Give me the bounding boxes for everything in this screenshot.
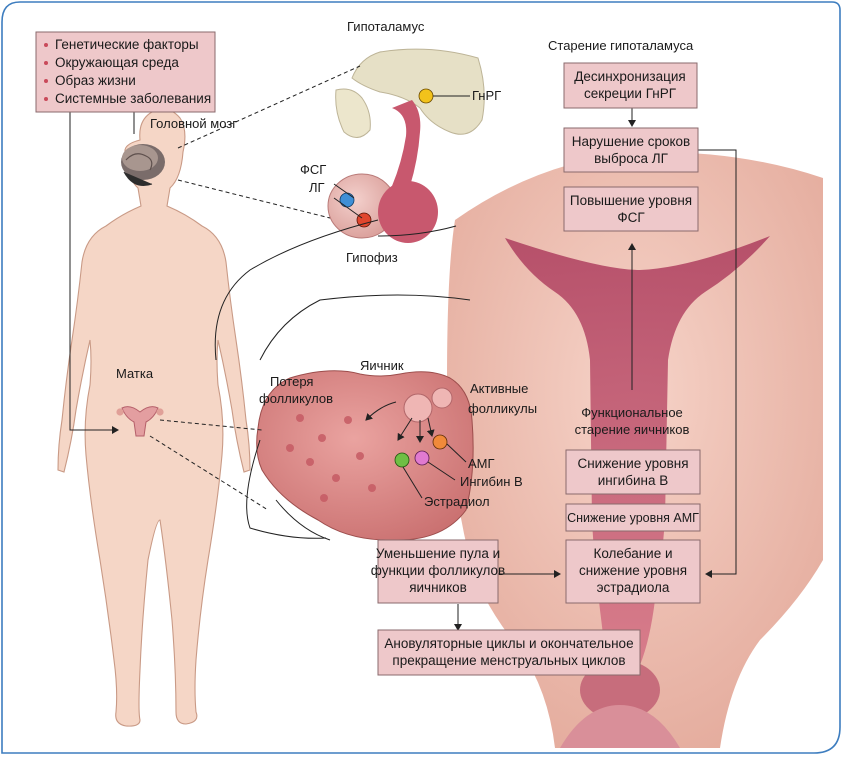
factors-box: Генетические факторы Окружающая среда Об… — [36, 32, 215, 112]
label-ovary: Яичник — [360, 358, 404, 373]
inhibin-b-dot — [415, 451, 429, 465]
box-text: Ановуляторные циклы и окончательное — [384, 636, 633, 651]
label-active-follicles-1: Активные — [470, 381, 528, 396]
label-uterus: Матка — [116, 366, 154, 381]
label-inhibin-b: Ингибин B — [460, 474, 523, 489]
label-hypothalamus: Гипоталамус — [347, 19, 425, 34]
box-text: Снижение уровня — [577, 456, 688, 471]
label-brain: Головной мозг — [150, 116, 237, 131]
box-text: Десинхронизация — [574, 69, 685, 84]
fsh-dot — [340, 193, 354, 207]
box-text: эстрадиола — [597, 580, 670, 595]
amh-dot — [433, 435, 447, 449]
box-text: секреции ГнРГ — [584, 86, 677, 101]
gnrh-dot — [419, 89, 433, 103]
label-lh: ЛГ — [309, 180, 325, 195]
box-inhibin-decrease: Снижение уровня ингибина B — [566, 450, 700, 494]
box-text: снижение уровня — [579, 563, 687, 578]
box-estradiol-fluctuation: Колебание и снижение уровня эстрадиола — [566, 540, 700, 603]
label-hypothalamic-aging: Старение гипоталамуса — [548, 38, 694, 53]
label-estradiol: Эстрадиол — [424, 494, 490, 509]
box-amh-decrease: Снижение уровня АМГ — [566, 504, 700, 531]
box-text: Повышение уровня — [570, 193, 692, 208]
label-pituitary: Гипофиз — [346, 250, 398, 265]
label-follicle-loss-2: фолликулов — [259, 391, 333, 406]
label-functional-aging-2: старение яичников — [575, 422, 690, 437]
estradiol-dot — [395, 453, 409, 467]
box-text: функции фолликулов — [371, 563, 505, 578]
box-pool-decrease: Уменьшение пула и функции фолликулов яич… — [371, 540, 505, 603]
box-text: ингибина B — [598, 473, 668, 488]
label-amh: АМГ — [468, 456, 495, 471]
box-text: прекращение менструальных циклов — [392, 653, 625, 668]
label-gnrh: ГнРГ — [472, 88, 501, 103]
box-text: Снижение уровня АМГ — [567, 511, 699, 525]
box-text: выброса ЛГ — [594, 151, 668, 166]
label-follicle-loss-1: Потеря — [270, 374, 313, 389]
label-active-follicles-2: фолликулы — [468, 401, 537, 416]
box-text: Уменьшение пула и — [376, 546, 500, 561]
label-functional-aging-1: Функциональное — [581, 405, 683, 420]
box-lh-timing: Нарушение сроков выброса ЛГ — [564, 128, 698, 172]
factor-item: Образ жизни — [55, 73, 136, 88]
box-fsh-increase: Повышение уровня ФСГ — [564, 187, 698, 231]
factor-item: Системные заболевания — [55, 91, 211, 106]
box-gnrh-desync: Десинхронизация секреции ГнРГ — [564, 63, 697, 108]
box-text: яичников — [409, 580, 467, 595]
box-anovulatory: Ановуляторные циклы и окончательное прек… — [378, 630, 640, 675]
box-text: Нарушение сроков — [572, 134, 690, 149]
factor-item: Генетические факторы — [55, 37, 199, 52]
label-fsh: ФСГ — [300, 162, 326, 177]
box-text: Колебание и — [593, 546, 672, 561]
box-text: ФСГ — [617, 210, 645, 225]
factor-item: Окружающая среда — [55, 55, 179, 70]
